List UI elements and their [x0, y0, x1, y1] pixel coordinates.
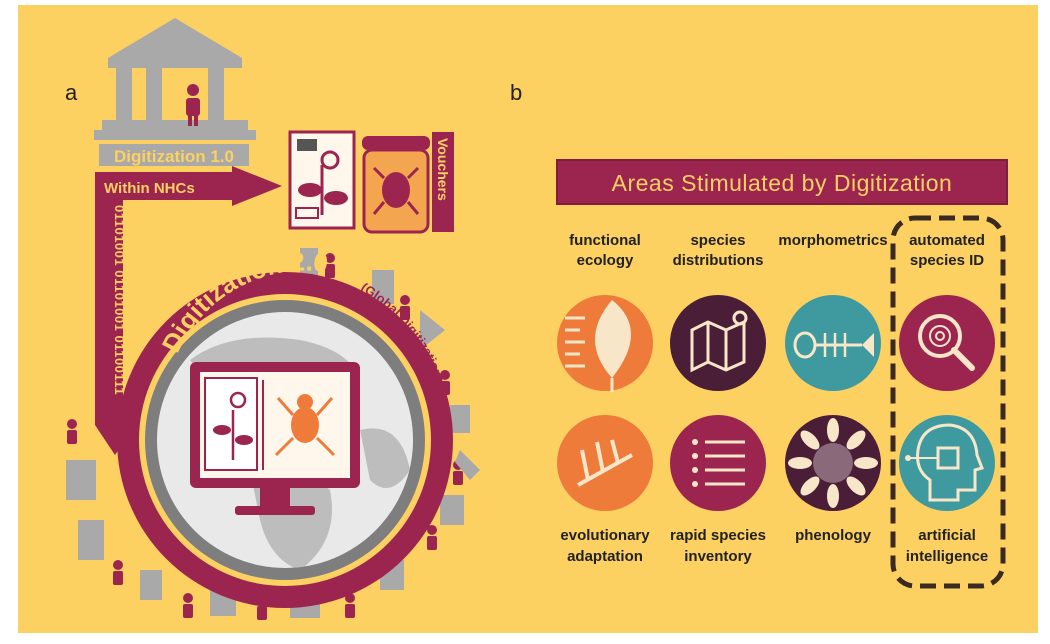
museum-icon	[94, 18, 256, 140]
person-icon	[186, 84, 200, 126]
vouchers-box	[432, 132, 454, 232]
map-icon	[670, 295, 766, 391]
fingerprint-magnifier-icon	[899, 295, 995, 391]
label-artificial-intelligence-2: intelligence	[906, 548, 989, 565]
leaf-icon	[557, 295, 653, 392]
banner	[556, 159, 1008, 205]
label-species-distributions-1: species	[690, 232, 745, 249]
label-evolutionary-adaptation-2: adaptation	[567, 548, 643, 565]
label-phenology: phenology	[795, 527, 871, 544]
list-icon	[670, 415, 766, 511]
specimen-jar-icon	[362, 136, 430, 234]
panel-a-letter: a	[65, 80, 78, 105]
label-automated-species-id-1: automated	[909, 232, 985, 249]
phylogeny-icon	[557, 415, 653, 511]
label-artificial-intelligence-1: artificial	[918, 527, 976, 544]
digitization-1-label: Digitization 1.0	[114, 147, 234, 166]
highlight-box	[890, 215, 1006, 589]
vouchers-label: Vouchers	[435, 138, 451, 201]
label-rapid-species-inventory-2: inventory	[684, 548, 752, 565]
within-nhcs-label: Within NHCs	[104, 180, 195, 197]
banner-title: Areas Stimulated by Digitization	[612, 170, 953, 196]
voucher-arrow	[232, 166, 282, 206]
herbarium-sheet-icon	[288, 130, 356, 230]
label-rapid-species-inventory-1: rapid species	[670, 527, 766, 544]
label-species-distributions-2: distributions	[673, 252, 764, 269]
computer-monitor-icon	[190, 362, 360, 515]
sunflower-icon	[785, 415, 881, 511]
label-functional-ecology-2: ecology	[577, 252, 634, 269]
digitization-1-box	[97, 142, 251, 168]
binary-stream: 01101001 01101001 01100111	[112, 205, 127, 395]
ring-arrow	[95, 425, 135, 455]
label-functional-ecology-1: functional	[569, 232, 641, 249]
label-automated-species-id-2: species ID	[910, 252, 984, 269]
ai-head-icon	[899, 415, 995, 511]
panel-b-letter: b	[510, 80, 522, 105]
data-flow-path	[95, 172, 232, 425]
label-morphometrics: morphometrics	[778, 232, 887, 249]
label-evolutionary-adaptation-1: evolutionary	[560, 527, 650, 544]
fish-skeleton-icon	[785, 295, 881, 391]
